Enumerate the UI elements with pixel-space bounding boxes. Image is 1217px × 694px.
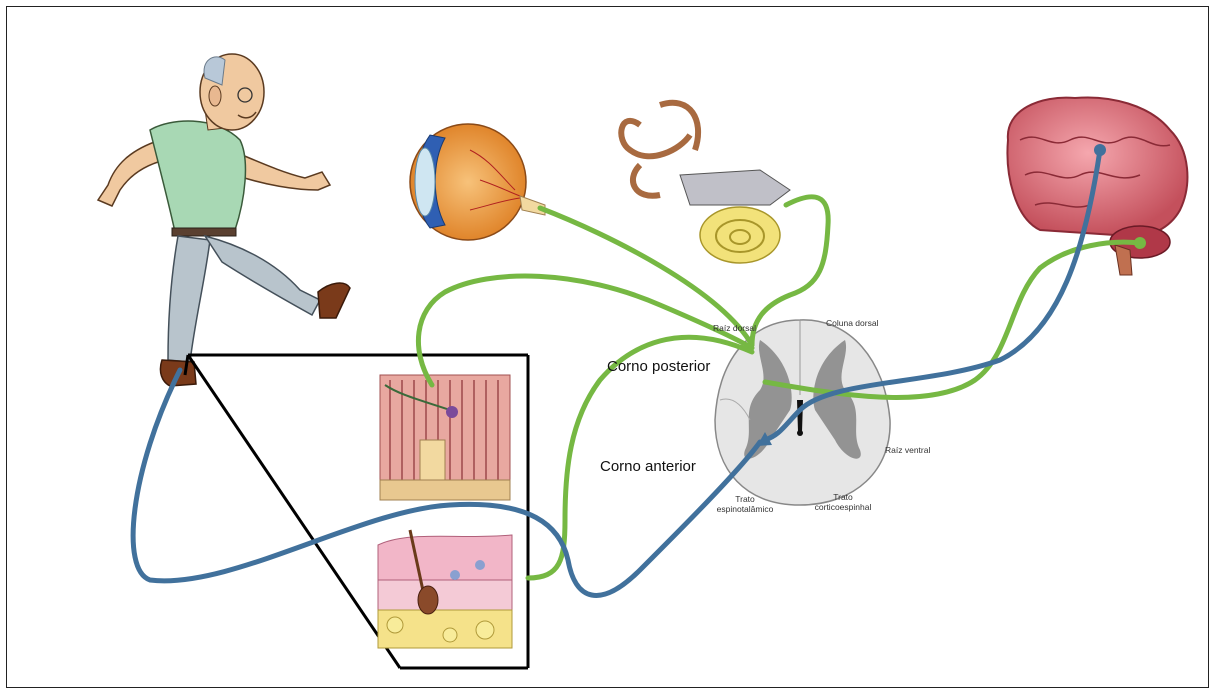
- label-trato-corticoespinhal-line1: Trato: [808, 492, 878, 502]
- label-trato-espinotalamico-line1: Trato: [715, 494, 775, 504]
- label-trato-espinotalamico-line2: espinotalâmico: [715, 504, 775, 514]
- brain-endpoint: [1094, 144, 1106, 156]
- walking-man-icon: [98, 54, 350, 386]
- label-corno-posterior: Corno posterior: [607, 358, 710, 375]
- label-raiz-ventral: Raíz ventral: [885, 445, 930, 455]
- inner-ear-icon: [621, 103, 790, 263]
- brain-icon: [1007, 97, 1187, 275]
- eye-icon: [410, 124, 545, 240]
- label-coluna-dorsal: Coluna dorsal: [826, 318, 878, 328]
- cerebellum-endpoint: [1134, 237, 1146, 249]
- label-trato-corticoespinhal: Trato corticoespinhal: [808, 492, 878, 512]
- label-corno-anterior: Corno anterior: [600, 458, 696, 475]
- label-trato-espinotalamico: Trato espinotalâmico: [715, 494, 775, 514]
- muscle-spindle-icon: [380, 375, 510, 500]
- label-trato-corticoespinhal-line2: corticoespinhal: [808, 502, 878, 512]
- skin-section-icon: [378, 530, 512, 648]
- label-raiz-dorsal: Raíz dorsal: [713, 323, 756, 333]
